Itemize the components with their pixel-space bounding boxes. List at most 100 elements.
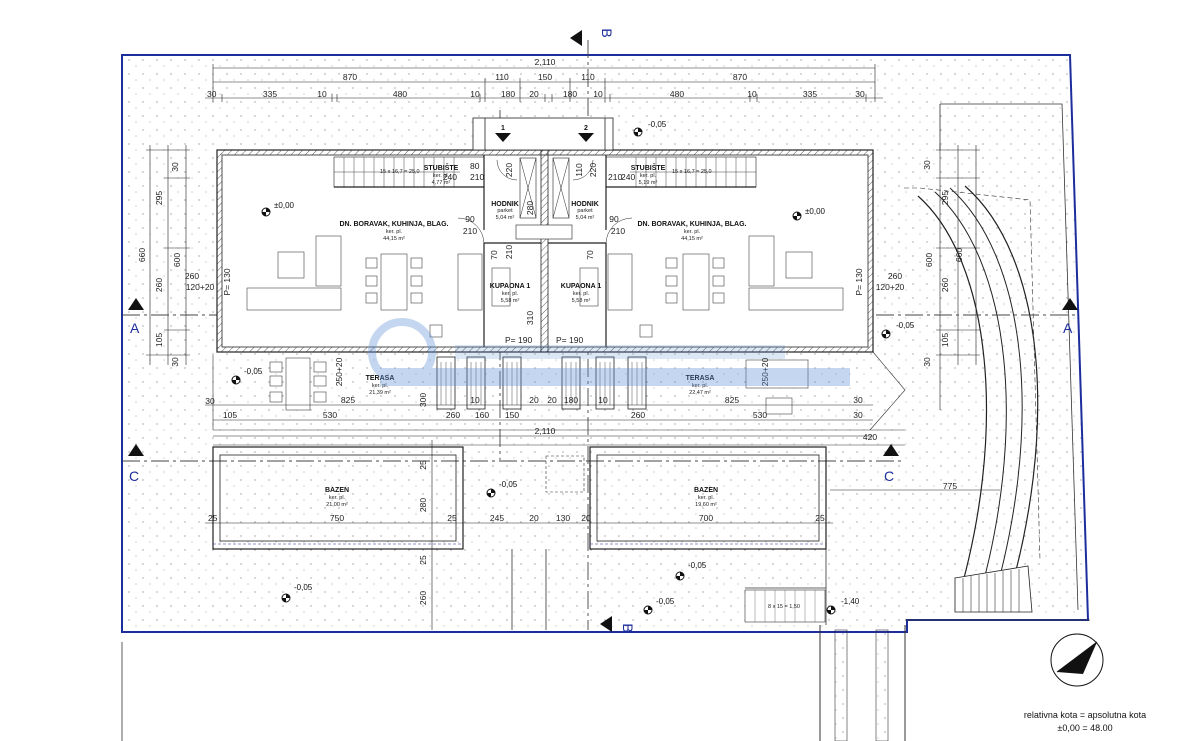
axis-marker-2: 2 xyxy=(578,125,594,142)
dim-label: 10 xyxy=(317,89,327,99)
room-name: KUPAONA 1 xyxy=(490,283,531,290)
level-label: ±0,00 xyxy=(274,201,295,210)
room-floor: parket xyxy=(497,208,513,214)
level-label: -0,05 xyxy=(656,597,675,606)
dim-label: 25 xyxy=(815,513,825,523)
dim-label: 660 xyxy=(137,248,147,262)
axis-label: 2 xyxy=(584,125,588,132)
room-floor: parket xyxy=(577,208,593,214)
room-hall-right: HODNIK parket 5,04 m² xyxy=(571,201,599,221)
stair-label: 15 x 16,7 = 25,0 xyxy=(380,169,420,175)
dim-label: 110 xyxy=(574,163,584,177)
dim-label: 480 xyxy=(393,89,407,99)
room-floor: ker. pl. xyxy=(329,495,346,501)
dim-label: 775 xyxy=(943,481,957,491)
dim-label: 530 xyxy=(753,410,767,420)
right-dimension-labels: 30 295 660 600 260 105 30 260 120+20 xyxy=(876,160,964,367)
pools: BAZEN ker. pl. 21,00 m² BAZEN ker. pl. 1… xyxy=(212,446,827,630)
dim-label: 260 xyxy=(185,271,199,281)
room-hall-left: HODNIK parket 5,04 m² xyxy=(491,201,519,221)
dim-label: 10 xyxy=(598,395,608,405)
note-line-2: ±0,00 = 48.00 xyxy=(1057,723,1112,733)
level-marker: -0,05 xyxy=(633,120,667,137)
room-name: KUPAONA 1 xyxy=(561,283,602,290)
level-label: ±0,00 xyxy=(805,207,826,216)
dim-label: 825 xyxy=(341,395,355,405)
level-marker: -1,40 xyxy=(826,597,860,615)
room-name: HODNIK xyxy=(491,201,519,208)
dim-label: P= 130 xyxy=(854,268,864,295)
dim-label: 825 xyxy=(725,395,739,405)
room-stair-right: STUBIŠTE ker. pl. 5,19 m² xyxy=(631,163,666,186)
room-area: 5,58 m² xyxy=(501,298,520,304)
dim-label: 20 xyxy=(547,395,557,405)
dim-label: 30 xyxy=(855,89,865,99)
dim-label: 600 xyxy=(172,253,182,267)
room-floor: ker. pl. xyxy=(433,173,450,179)
section-marker-c-right: C xyxy=(883,444,899,484)
room-name: STUBIŠTE xyxy=(631,163,666,172)
room-bath-left: KUPAONA 1 ker. pl. 5,58 m² xyxy=(490,283,531,304)
dim-label: 250+20 xyxy=(760,357,770,386)
terrace-dimension-labels: 2,110 825 530 260 10 160 20 150 20 180 1… xyxy=(223,357,877,442)
room-stair-left: STUBIŠTE ker. pl. 4,77 m² xyxy=(424,163,459,186)
dim-label: 20 xyxy=(529,395,539,405)
room-area: 5,58 m² xyxy=(572,298,591,304)
dim-label: 30 xyxy=(922,357,932,367)
room-floor: ker. pl. xyxy=(684,229,701,235)
level-label: -0,05 xyxy=(294,583,313,592)
level-marker: -0,05 xyxy=(881,321,915,339)
room-terrace-right: TERASA ker. pl. 22,47 m² xyxy=(686,375,715,396)
dim-label: 10 xyxy=(593,89,603,99)
room-pool-right: BAZEN ker. pl. 19,60 m² xyxy=(694,487,718,508)
section-label: A xyxy=(130,320,140,336)
section-label: A xyxy=(1063,320,1073,336)
level-label: -0,05 xyxy=(896,321,915,330)
room-area: 21,00 m² xyxy=(326,502,348,508)
dim-label: 280 xyxy=(525,201,535,215)
elevation-note: relativna kota = apsolutna kota ±0,00 = … xyxy=(1024,710,1146,733)
dim-label: 90 xyxy=(609,214,619,224)
dim-label: 700 xyxy=(699,513,713,523)
dim-label: 210 xyxy=(608,172,622,182)
section-label: C xyxy=(129,468,139,484)
top-dimensions xyxy=(205,64,883,102)
note-line-1: relativna kota = apsolutna kota xyxy=(1024,710,1146,720)
room-area: 5,04 m² xyxy=(576,215,595,221)
level-markers: ±0,00 ±0,00 -0,05 -0,05 -0,05 -0,05 -0,0… xyxy=(231,120,915,615)
room-floor: ker. pl. xyxy=(698,495,715,501)
dim-label: 25 xyxy=(418,460,428,470)
room-name: BAZEN xyxy=(694,487,718,494)
dim-label: 120+20 xyxy=(186,282,215,292)
room-living-right: DN. BORAVAK, KUHINJA, BLAG. ker. pl. 44,… xyxy=(637,221,746,242)
axis-label: 1 xyxy=(501,125,505,132)
pool-dimension-labels: 25 750 25 245 20 130 20 700 25 280 25 26… xyxy=(208,460,957,605)
level-marker: -0,05 xyxy=(675,561,707,581)
dim-label: 180 xyxy=(501,89,515,99)
level-marker: -0,05 xyxy=(281,583,313,603)
dim-label: 2,110 xyxy=(535,426,556,436)
dim-label: 240 xyxy=(621,172,635,182)
room-floor: ker. pl. xyxy=(386,229,403,235)
dim-label: 30 xyxy=(853,395,863,405)
dim-label: 250+20 xyxy=(334,357,344,386)
dim-label: 295 xyxy=(940,191,950,205)
level-label: -1,40 xyxy=(841,597,860,606)
dim-label: 10 xyxy=(747,89,757,99)
dim-label: 260 xyxy=(940,278,950,292)
dim-label: 105 xyxy=(940,333,950,347)
room-area: 44,15 m² xyxy=(681,236,703,242)
dim-label: 150 xyxy=(538,72,552,82)
dim-label: 110 xyxy=(495,72,509,82)
section-marker-c-left: C xyxy=(128,444,144,484)
dim-label: 30 xyxy=(853,410,863,420)
dim-label: 30 xyxy=(207,89,217,99)
dim-label: 90 xyxy=(465,214,475,224)
dim-label: 210 xyxy=(504,245,514,259)
building: STUBIŠTE ker. pl. 4,77 m² STUBIŠTE ker. … xyxy=(216,117,874,353)
dim-label: P= 190 xyxy=(505,335,532,345)
section-marker-b-top: B xyxy=(570,28,615,46)
room-area: 5,04 m² xyxy=(496,215,515,221)
dim-label: 105 xyxy=(223,410,237,420)
